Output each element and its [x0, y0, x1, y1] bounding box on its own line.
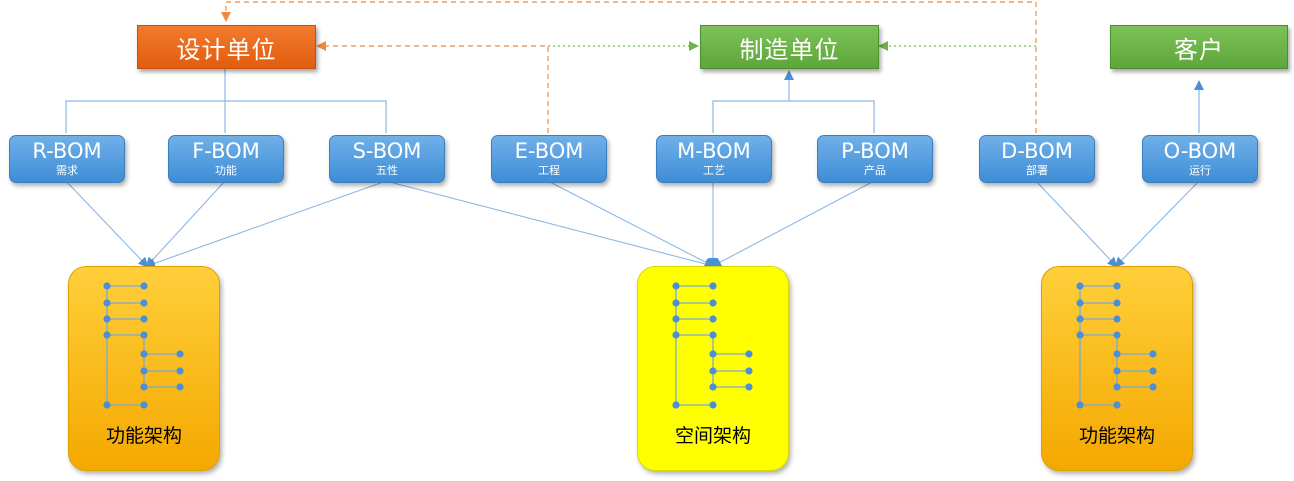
bom-subtitle: 产品	[864, 164, 886, 177]
tree-node	[1149, 367, 1157, 375]
bom-to-manufacture-connector	[712, 70, 875, 133]
tree-node	[176, 383, 184, 391]
tree-node	[140, 299, 148, 307]
bom-subtitle: 运行	[1189, 164, 1211, 177]
customer-label: 客户	[1174, 35, 1224, 64]
tree-node	[103, 282, 111, 290]
tree-node	[1076, 401, 1084, 409]
bom-subtitle: 工艺	[703, 164, 725, 177]
tree-structure-icon	[672, 282, 753, 409]
tree-node	[709, 401, 717, 409]
tree-node	[709, 331, 717, 339]
bom-p: P-BOM 产品	[817, 135, 933, 183]
tree-node	[140, 350, 148, 358]
tree-node	[672, 401, 680, 409]
bom-subtitle: 工程	[538, 164, 560, 177]
manufacture-unit-box: 制造单位	[700, 25, 879, 69]
dashed-orange-lines	[221, 1, 1037, 133]
tree-node	[140, 383, 148, 391]
tree-node	[672, 299, 680, 307]
tree-node	[1113, 401, 1121, 409]
tree-node	[745, 367, 753, 375]
tree-node	[672, 282, 680, 290]
tree-structure-icon	[103, 282, 184, 409]
tree-node	[140, 331, 148, 339]
tree-node	[1149, 383, 1157, 391]
tree-node	[103, 401, 111, 409]
tree-node	[103, 299, 111, 307]
design-unit-label: 设计单位	[176, 35, 277, 64]
tree-node	[709, 282, 717, 290]
tree-node	[1076, 282, 1084, 290]
tree-node	[103, 331, 111, 339]
bom-subtitle: 需求	[56, 164, 78, 177]
tree-node	[1113, 383, 1121, 391]
manufacture-unit-label: 制造单位	[739, 35, 840, 64]
bom-code: F-BOM	[192, 139, 260, 163]
tree-node	[1113, 331, 1121, 339]
bom-d: D-BOM 部署	[979, 135, 1095, 183]
bom-m: M-BOM 工艺	[656, 135, 772, 183]
tree-structure-icon	[1076, 282, 1157, 409]
tree-node	[1113, 299, 1121, 307]
customer-box: 客户	[1110, 25, 1288, 69]
tree-node	[1076, 299, 1084, 307]
architecture-label: 空间架构	[674, 425, 751, 447]
bom-e: E-BOM 工程	[491, 135, 607, 183]
tree-node	[1113, 282, 1121, 290]
tree-node	[709, 350, 717, 358]
bom-s: S-BOM 五性	[329, 135, 445, 183]
tree-node	[1113, 315, 1121, 323]
bom-f: F-BOM 功能	[168, 135, 284, 183]
tree-node	[709, 315, 717, 323]
tree-node	[745, 383, 753, 391]
tree-node	[1076, 315, 1084, 323]
tree-node	[1113, 367, 1121, 375]
tree-node	[140, 315, 148, 323]
bom-subtitle: 五性	[376, 164, 398, 177]
bom-code: E-BOM	[514, 139, 584, 163]
tree-node	[709, 367, 717, 375]
bom-subtitle: 部署	[1026, 164, 1048, 177]
tree-node	[709, 299, 717, 307]
tree-node	[1076, 331, 1084, 339]
bom-code: M-BOM	[677, 139, 751, 163]
bom-subtitle: 功能	[215, 164, 237, 177]
design-unit-box: 设计单位	[137, 25, 316, 69]
tree-node	[672, 331, 680, 339]
tree-node	[1113, 350, 1121, 358]
tree-node	[176, 367, 184, 375]
tree-node	[1149, 350, 1157, 358]
bom-r: R-BOM 需求	[9, 135, 125, 183]
tree-node	[140, 401, 148, 409]
bom-code: D-BOM	[1001, 139, 1073, 163]
tree-node	[709, 383, 717, 391]
bom-to-architecture-links	[65, 180, 1200, 269]
bom-code: P-BOM	[841, 139, 909, 163]
bom-code: S-BOM	[352, 139, 422, 163]
tree-node	[140, 367, 148, 375]
architecture-label: 功能架构	[1078, 425, 1155, 447]
bom-code: R-BOM	[32, 139, 102, 163]
tree-node	[745, 350, 753, 358]
bom-o: O-BOM 运行	[1142, 135, 1258, 183]
tree-node	[672, 315, 680, 323]
tree-node	[140, 282, 148, 290]
architecture-label: 功能架构	[105, 425, 182, 447]
architecture-box-functional-right: 功能架构	[1041, 266, 1193, 471]
architecture-box-functional-left: 功能架构	[68, 266, 220, 471]
tree-node	[176, 350, 184, 358]
architecture-box-spatial: 空间架构	[637, 266, 789, 471]
bom-code: O-BOM	[1163, 139, 1237, 163]
tree-node	[103, 315, 111, 323]
